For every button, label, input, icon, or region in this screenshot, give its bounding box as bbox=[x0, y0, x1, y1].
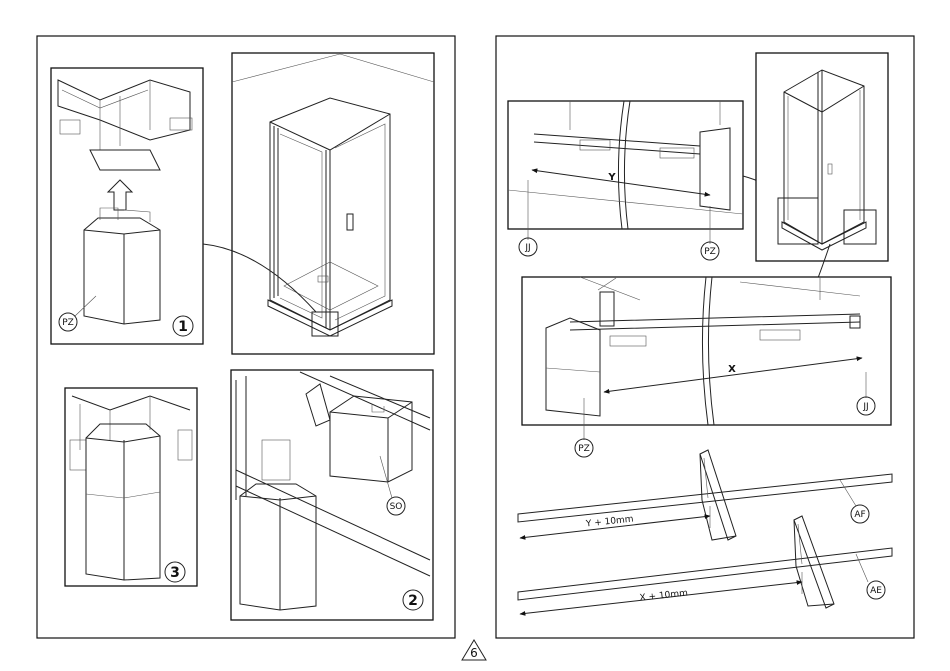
rail-ae-cut-text: X + 10mm bbox=[639, 589, 688, 604]
detail-top-pz-label: PZ bbox=[704, 247, 716, 257]
rail-af: Y + 10mm AF bbox=[518, 450, 892, 540]
detail-2: SO 2 bbox=[231, 370, 433, 620]
shower-overview bbox=[232, 53, 434, 354]
detail-3-step-number: 3 bbox=[170, 565, 180, 581]
detail-bottom-x: X PZ JJ bbox=[522, 277, 891, 457]
page-number: 6 bbox=[470, 646, 478, 660]
detail-top-dimension: Y bbox=[607, 172, 616, 183]
rail-ae-label: AE bbox=[870, 586, 882, 596]
detail-bottom-pz-label: PZ bbox=[578, 444, 590, 454]
detail-2-so-label: SO bbox=[390, 502, 403, 512]
detail-3: 3 bbox=[65, 388, 197, 586]
page-number-marker: 6 bbox=[462, 640, 486, 660]
rail-af-label: AF bbox=[854, 510, 865, 520]
detail-top-jj-label: JJ bbox=[524, 243, 530, 253]
detail-bottom-dimension: X bbox=[728, 364, 736, 375]
detail-1: PZ 1 bbox=[51, 68, 203, 344]
detail-top-y: Y JJ PZ bbox=[508, 101, 743, 260]
detail-bottom-jj-label: JJ bbox=[862, 402, 868, 412]
detail-2-step-number: 2 bbox=[408, 593, 418, 609]
shower-overview-small bbox=[756, 53, 888, 261]
detail-1-step-number: 1 bbox=[178, 319, 188, 335]
detail-1-pz-label: PZ bbox=[62, 318, 74, 328]
rail-ae: X + 10mm AE bbox=[518, 516, 892, 614]
